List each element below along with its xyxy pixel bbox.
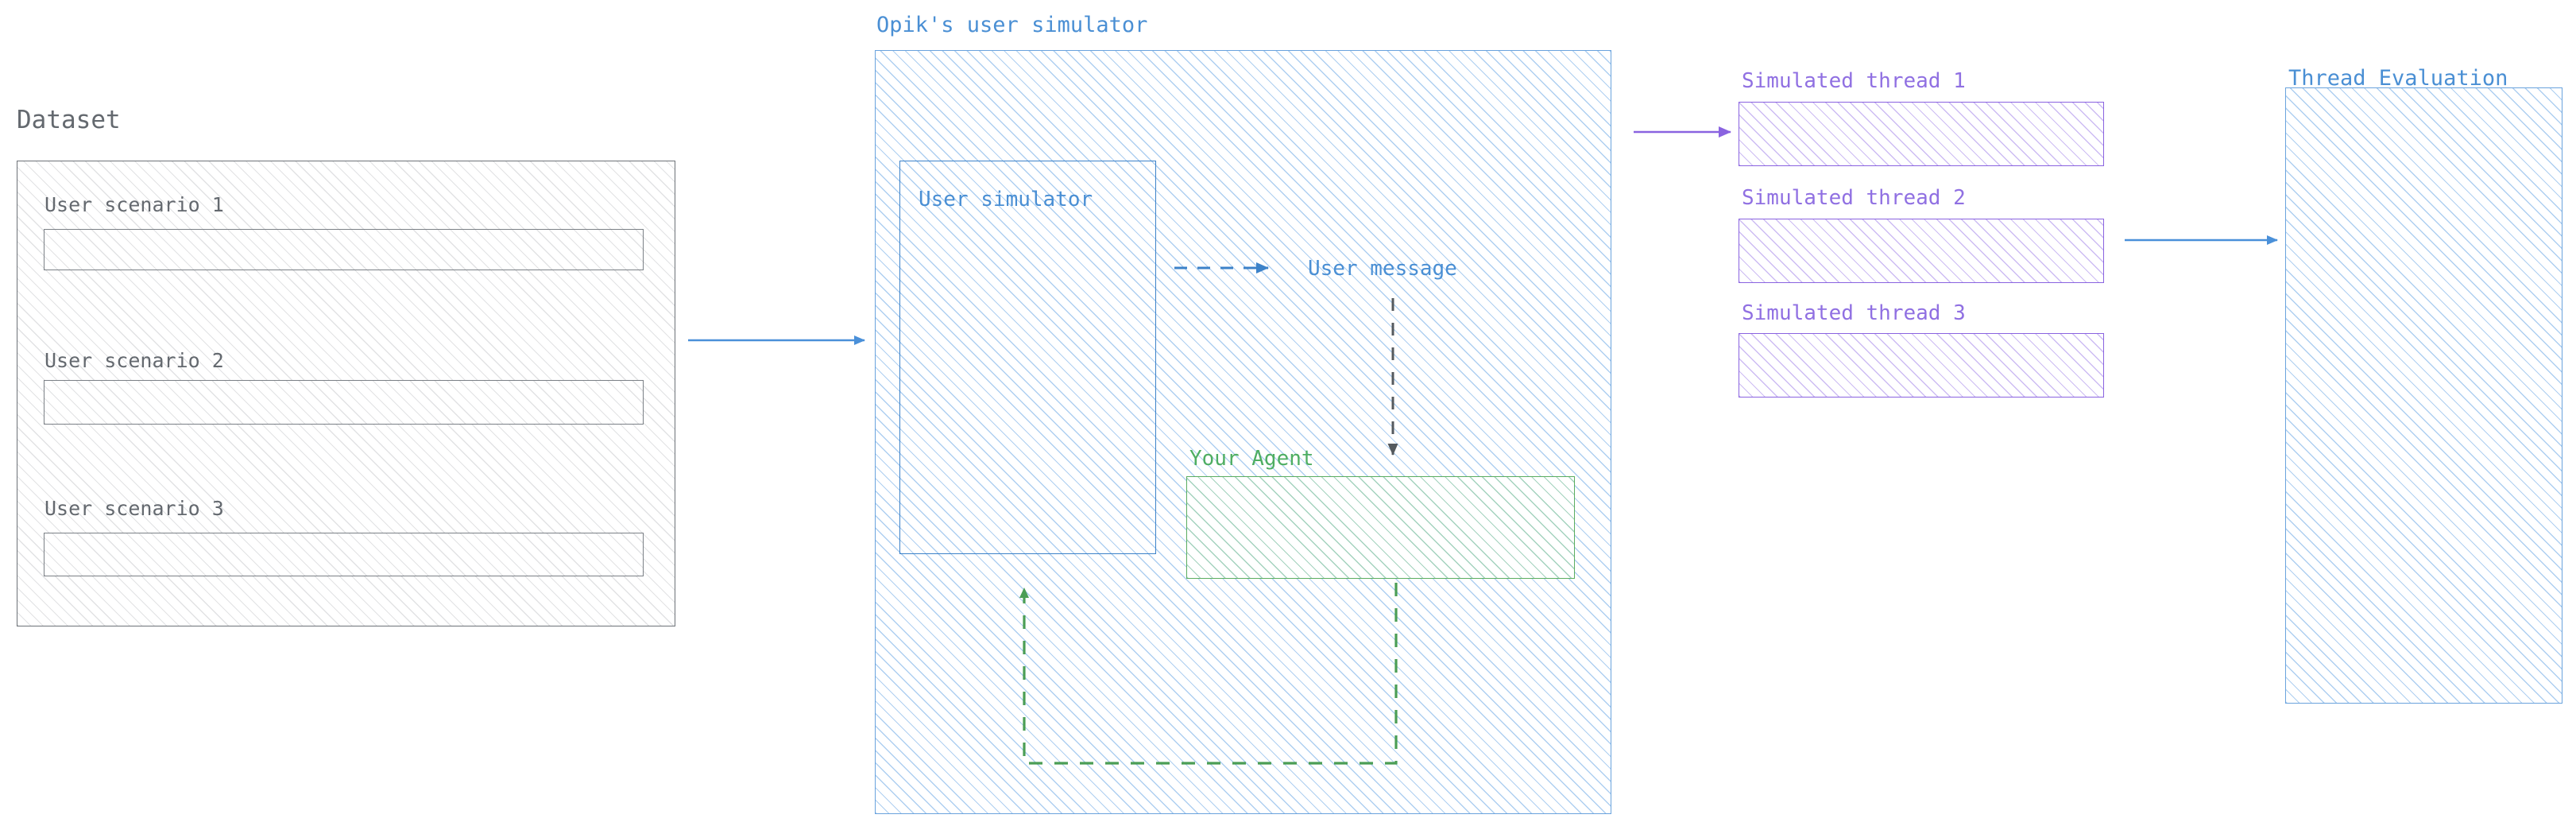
dataset-scenario-label-1: User scenario 1: [44, 193, 224, 216]
user-message-label: User message: [1308, 257, 1457, 281]
simulated-thread-label-2: Simulated thread 2: [1742, 186, 1966, 210]
simulated-thread-box-1[interactable]: [1739, 102, 2104, 166]
opik-container: [875, 50, 1611, 814]
your-agent-label: Your Agent: [1189, 447, 1314, 471]
dataset-title: Dataset: [17, 106, 121, 134]
dataset-scenario-label-3: User scenario 3: [44, 497, 224, 520]
your-agent-box[interactable]: [1186, 476, 1575, 579]
dataset-scenario-box-3[interactable]: [44, 533, 644, 576]
simulated-thread-label-1: Simulated thread 1: [1742, 69, 1966, 93]
simulated-thread-label-3: Simulated thread 3: [1742, 301, 1966, 325]
simulated-thread-box-2[interactable]: [1739, 219, 2104, 283]
dataset-scenario-label-2: User scenario 2: [44, 349, 224, 372]
user-simulator-label: User simulator: [919, 188, 1093, 211]
thread-evaluation-box[interactable]: [2285, 87, 2562, 704]
thread-evaluation-title: Thread Evaluation: [2288, 66, 2508, 91]
dataset-scenario-box-1[interactable]: [44, 229, 644, 270]
simulated-thread-box-3[interactable]: [1739, 333, 2104, 398]
opik-container-title: Opik's user simulator: [876, 13, 1148, 37]
user-simulator-box[interactable]: [899, 161, 1156, 554]
dataset-scenario-box-2[interactable]: [44, 380, 644, 425]
